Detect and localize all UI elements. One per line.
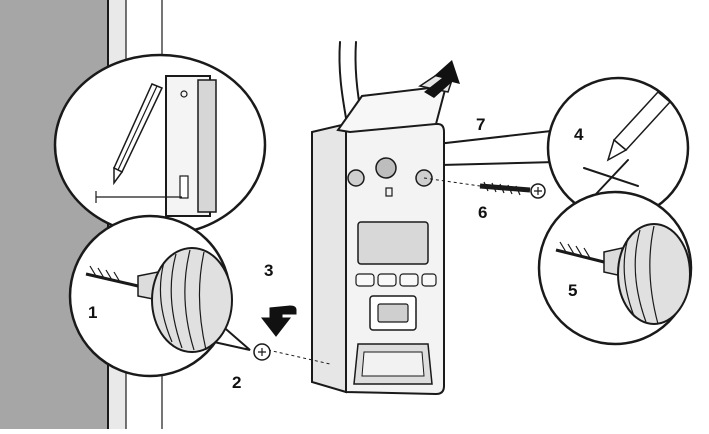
display-panel xyxy=(357,221,429,265)
callout-drill-right xyxy=(537,190,693,346)
step-label-2: 2 xyxy=(232,373,241,392)
unit-button xyxy=(399,273,419,287)
anchor-icon xyxy=(253,343,271,361)
unit-cover xyxy=(336,84,448,134)
unit-button xyxy=(421,273,437,287)
step-label-6: 6 xyxy=(478,203,487,222)
unit-side xyxy=(311,122,347,394)
mount-hole-left xyxy=(347,169,365,187)
door-control-button xyxy=(377,303,409,323)
drill-icon xyxy=(85,247,233,353)
callout-mark-x xyxy=(401,76,690,220)
step-label-1: 1 xyxy=(88,303,97,322)
bracket-side-view xyxy=(165,75,217,217)
arrow-up-icon xyxy=(424,60,460,98)
step-label-4: 4 xyxy=(574,125,584,144)
screw-guide-left xyxy=(267,349,331,365)
callout-mark-holes xyxy=(53,53,267,237)
arrow-down-icon xyxy=(260,305,297,337)
callout-circle-top-left xyxy=(53,53,267,237)
screw-icon xyxy=(479,181,546,199)
pencil-icon xyxy=(113,83,164,186)
callout-drill-left xyxy=(68,214,251,378)
x-mark xyxy=(583,159,639,195)
wire xyxy=(338,41,347,119)
drill-icon xyxy=(555,223,691,325)
wall-surface xyxy=(0,0,108,429)
unit-lower-panel-inner xyxy=(361,351,425,377)
mount-hole-top xyxy=(375,157,397,179)
unit-button xyxy=(355,273,375,287)
step-label-7: 7 xyxy=(476,115,485,134)
step-label-5: 5 xyxy=(568,281,577,300)
pencil-icon xyxy=(606,90,672,162)
step-label-3: 3 xyxy=(264,261,273,280)
wall-control-unit xyxy=(311,41,453,396)
lock-mark xyxy=(385,187,393,197)
unit-button xyxy=(377,273,397,287)
